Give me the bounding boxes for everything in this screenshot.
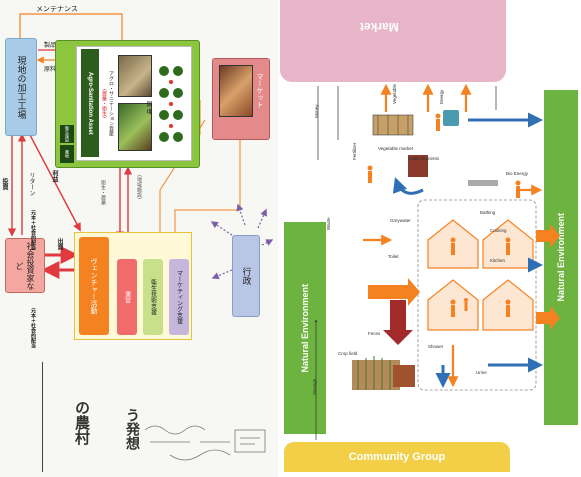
large-orange-arrows — [368, 224, 560, 330]
vegetable-market-structure — [372, 114, 414, 136]
natural-env-left: Natural Environment — [284, 222, 326, 434]
venture-col-tech-label: 衛生技術支援 — [149, 279, 157, 315]
green-tag-1: 衛生施設 — [60, 125, 74, 143]
green-tag-1-label: 衛生施設 — [65, 126, 70, 142]
local-factory-label: 現地の加工工場 — [15, 55, 26, 119]
label-shower: Shower — [428, 344, 444, 349]
agro-subtitle-strip: アグロ・サニテーション資産 (農業・衛生) — [101, 49, 115, 157]
flow-diagram: Money Fertilizer Waste Greywater Bathing… — [312, 83, 560, 440]
venture-title-box: ヴェンチャー活動 — [79, 237, 109, 335]
label-kitchen: Kitchen — [490, 258, 506, 263]
label-feces: Feces — [368, 331, 381, 336]
agro-title-strip: Agro-Sanitation Asset — [81, 49, 99, 157]
label-vegetable: Vegetable — [392, 83, 397, 104]
photo-field — [118, 103, 152, 151]
market-area: Market — [280, 0, 506, 82]
person-figures — [367, 113, 521, 317]
venture-col-marketing: マーケティング支援 — [169, 259, 189, 335]
agro-subtitle-1: アグロ・サニテーション資産 — [108, 70, 114, 136]
label-toilet: Toilet — [388, 254, 399, 259]
label-vegetable-market: Vegetable market — [378, 146, 414, 151]
label-sewage: Sewage — [312, 378, 317, 395]
community-group-bar: Community Group — [284, 442, 510, 472]
plant-grid-icon — [159, 66, 183, 142]
label-urine: Urine — [476, 370, 487, 375]
label-fertilizer: Fertilizer — [352, 142, 357, 160]
dark-red-arrow — [383, 300, 413, 345]
label-crop-field: Crop field — [338, 351, 358, 356]
market-photo — [219, 65, 253, 117]
brown-block — [408, 155, 428, 177]
label-cattle: Cattle Nutrients — [408, 156, 440, 161]
local-factory-box: 現地の加工工場 — [5, 38, 37, 136]
label-greywater: Greywater — [390, 218, 411, 223]
crop-field-brown — [393, 365, 415, 387]
handwritten-text-2: う発想 — [124, 408, 140, 450]
money-lines — [314, 86, 497, 440]
label-cooking: Cooking — [490, 228, 507, 233]
household-boundary — [417, 199, 537, 391]
label-energy: Energy — [439, 89, 444, 104]
divider-line — [42, 362, 43, 472]
market-label-left: マーケット — [256, 73, 264, 108]
community-group-label: Community Group — [348, 451, 446, 463]
investment-label: 投資 — [1, 178, 8, 190]
agro-title: Agro-Sanitation Asset — [87, 71, 93, 135]
photo-toilet — [118, 55, 152, 97]
side-note-label: 衛生・農業 — [100, 180, 106, 205]
label-waste: Waste — [326, 217, 331, 230]
scribble-graphic — [144, 425, 266, 461]
label-bathing: Bathing — [480, 210, 496, 215]
government-box: 行政 — [232, 235, 260, 317]
returns-note-bottom: 元本＋社会的配当 — [30, 308, 36, 348]
agro-subtitle-2: (農業・衛生) — [101, 88, 107, 118]
social-investors-label: 社会投資家など — [15, 241, 35, 290]
grey-pipe — [468, 180, 498, 186]
label-bio-energy: Bio Energy — [506, 171, 529, 176]
blue-arrows — [392, 112, 543, 388]
label-money: Money — [314, 104, 319, 118]
venture-title: ヴェンチャー活動 — [90, 258, 98, 314]
natural-env-right: Natural Environment — [544, 90, 578, 425]
orange-up-arrows — [363, 83, 543, 388]
agro-sanitation-box: Agro-Sanitation Asset アグロ・サニテーション資産 (農業・… — [55, 40, 200, 168]
sponsor-label: 出資 — [56, 238, 63, 250]
green-tag-2: 農地 — [60, 145, 74, 163]
social-investors-box: 社会投資家など — [5, 238, 45, 293]
sanitation-tag: 尿 堆 — [145, 101, 152, 115]
returns-note-top: 元本＋社会的配当 — [30, 210, 36, 250]
profit-label: 利益 — [51, 170, 58, 182]
right-diagram: Market Community Group Natural Environme… — [278, 0, 581, 477]
venture-frame: ヴェンチャー活動 運営 衛生技術支援 マーケティング支援 — [74, 232, 192, 340]
teal-machine — [443, 110, 459, 126]
venture-col-marketing-label: マーケティング支援 — [175, 270, 183, 324]
venture-col-operation-label: 運営 — [123, 291, 131, 303]
venture-col-operation: 運営 — [117, 259, 137, 335]
left-connectors — [7, 13, 274, 280]
center-dots-label: (地域施設) — [136, 175, 142, 199]
product-label: 製品 — [44, 42, 57, 49]
venture-col-tech: 衛生技術支援 — [143, 259, 163, 335]
maintenance-label: メンテナンス — [36, 5, 78, 13]
flow-labels: Money Fertilizer Waste Greywater Bathing… — [312, 83, 529, 395]
house-shapes — [427, 219, 534, 331]
handwritten-text-1: の農村 — [73, 400, 91, 445]
raw-material-label: 原料 — [44, 66, 57, 73]
crop-field — [352, 356, 400, 390]
government-label: 行政 — [240, 267, 251, 285]
green-tag-2-label: 農地 — [65, 150, 70, 158]
left-diagram: メンテナンス 現地の加工工場 製品 原料 Agro-Sanitation Ass… — [0, 0, 275, 477]
return-label: リターン — [28, 172, 35, 196]
market-box-left: マーケット — [212, 58, 270, 140]
